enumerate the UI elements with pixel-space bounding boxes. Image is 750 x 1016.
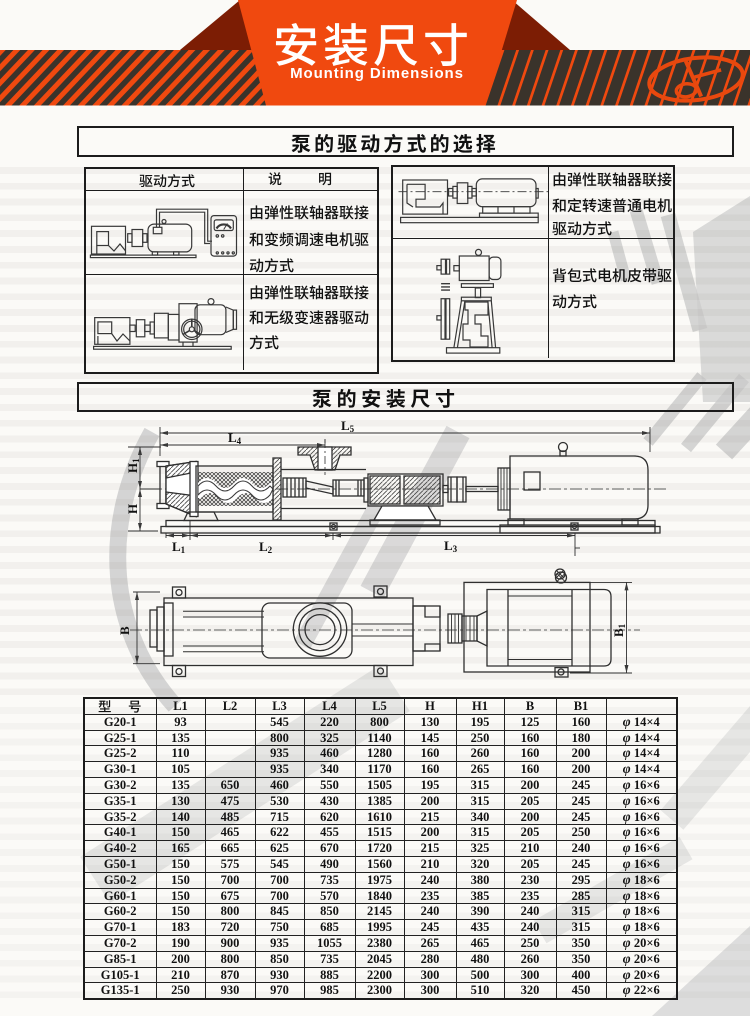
svg-text:H: H bbox=[125, 504, 140, 514]
svg-text:B: B bbox=[117, 626, 132, 635]
svg-text:B1: B1 bbox=[611, 623, 627, 637]
